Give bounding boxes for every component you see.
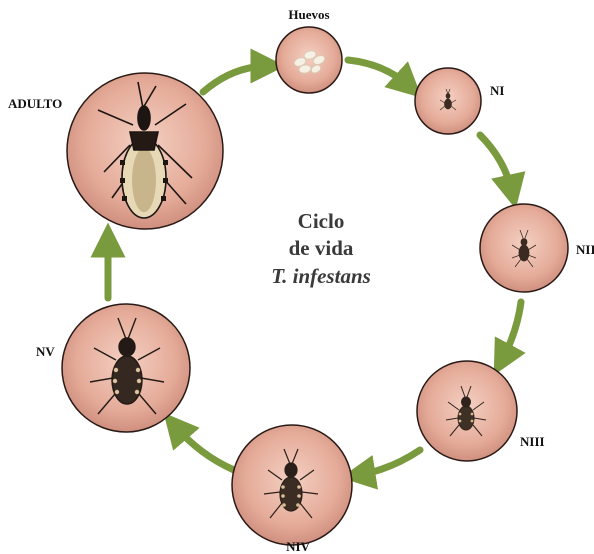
arrow-adulto-to-huevos <box>203 66 268 92</box>
arrow-niii-to-niv <box>358 450 420 475</box>
arrow-niv-to-nv <box>175 426 234 470</box>
label-adulto: ADULTO <box>8 96 62 111</box>
disc-huevos <box>276 27 342 93</box>
arrow-nii-to-niii <box>502 302 521 360</box>
center-title-line1: Ciclo <box>298 209 345 233</box>
label-huevos: Huevos <box>288 7 329 22</box>
label-nii: NII <box>576 242 594 257</box>
label-nv: NV <box>36 344 55 359</box>
center-title-line2: de vida <box>289 236 354 260</box>
label-ni: NI <box>490 83 504 98</box>
arrow-ni-to-nii <box>480 135 512 192</box>
label-niv: NIV <box>286 539 310 554</box>
arrow-huevos-to-ni <box>348 60 409 86</box>
label-niii: NIII <box>520 434 545 449</box>
center-title-species: T. infestans <box>271 264 371 288</box>
